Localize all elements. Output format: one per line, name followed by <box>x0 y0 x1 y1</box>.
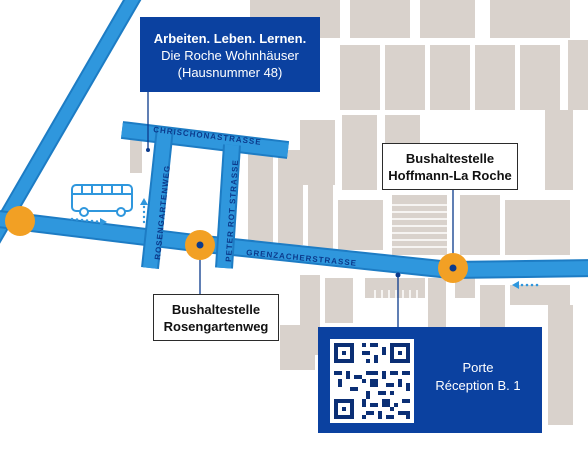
residences-house-number: (Hausnummer 48) <box>177 65 283 80</box>
buildings <box>130 0 588 425</box>
residences-callout: Arbeiten. Leben. Lernen. Die Roche Wohnh… <box>140 17 320 92</box>
stop-rosengarten-label: Bushaltestelle <box>171 302 261 317</box>
parking-hatching <box>374 204 447 325</box>
stop-marker-west <box>5 206 35 236</box>
direction-arrow-up-icon <box>140 198 148 224</box>
direction-arrow-right-icon <box>70 217 107 226</box>
reception-point <box>395 272 401 278</box>
streets <box>0 0 588 280</box>
reception-text: Porte Réception B. 1 <box>418 359 538 395</box>
qr-code-icon <box>330 339 414 423</box>
stop-marker-rosengarten-dot <box>196 241 204 249</box>
stop-markers <box>5 206 468 283</box>
chrischona-road <box>121 123 289 157</box>
peter-rot-road <box>217 144 239 269</box>
stop-rosengarten-name: Rosengartenweg <box>163 319 269 334</box>
stop-rosengarten-callout: Bushaltestelle Rosengartenweg <box>153 294 279 341</box>
stop-hoffmann-callout: Bushaltestelle Hoffmann-La Roche <box>382 143 518 190</box>
grenzacher-road <box>0 212 588 278</box>
rosengarten-road <box>143 127 172 269</box>
residences-point <box>146 148 150 152</box>
residences-slogan: Arbeiten. Leben. Lernen. <box>153 31 307 46</box>
direction-arrow-left-icon <box>512 281 539 289</box>
stop-hoffmann-name: Hoffmann-La Roche <box>388 168 512 183</box>
residences-name: Die Roche Wohnhäuser <box>161 48 299 63</box>
diagonal-road-fill <box>0 0 140 240</box>
bus-icon <box>71 184 133 217</box>
stop-marker-hoffmann-dot <box>449 264 457 272</box>
reception-building: Réception B. 1 <box>435 378 521 393</box>
reception-label: Porte <box>462 360 494 375</box>
reception-callout: Porte Réception B. 1 <box>318 327 542 433</box>
stop-hoffmann-label: Bushaltestelle <box>405 151 495 166</box>
